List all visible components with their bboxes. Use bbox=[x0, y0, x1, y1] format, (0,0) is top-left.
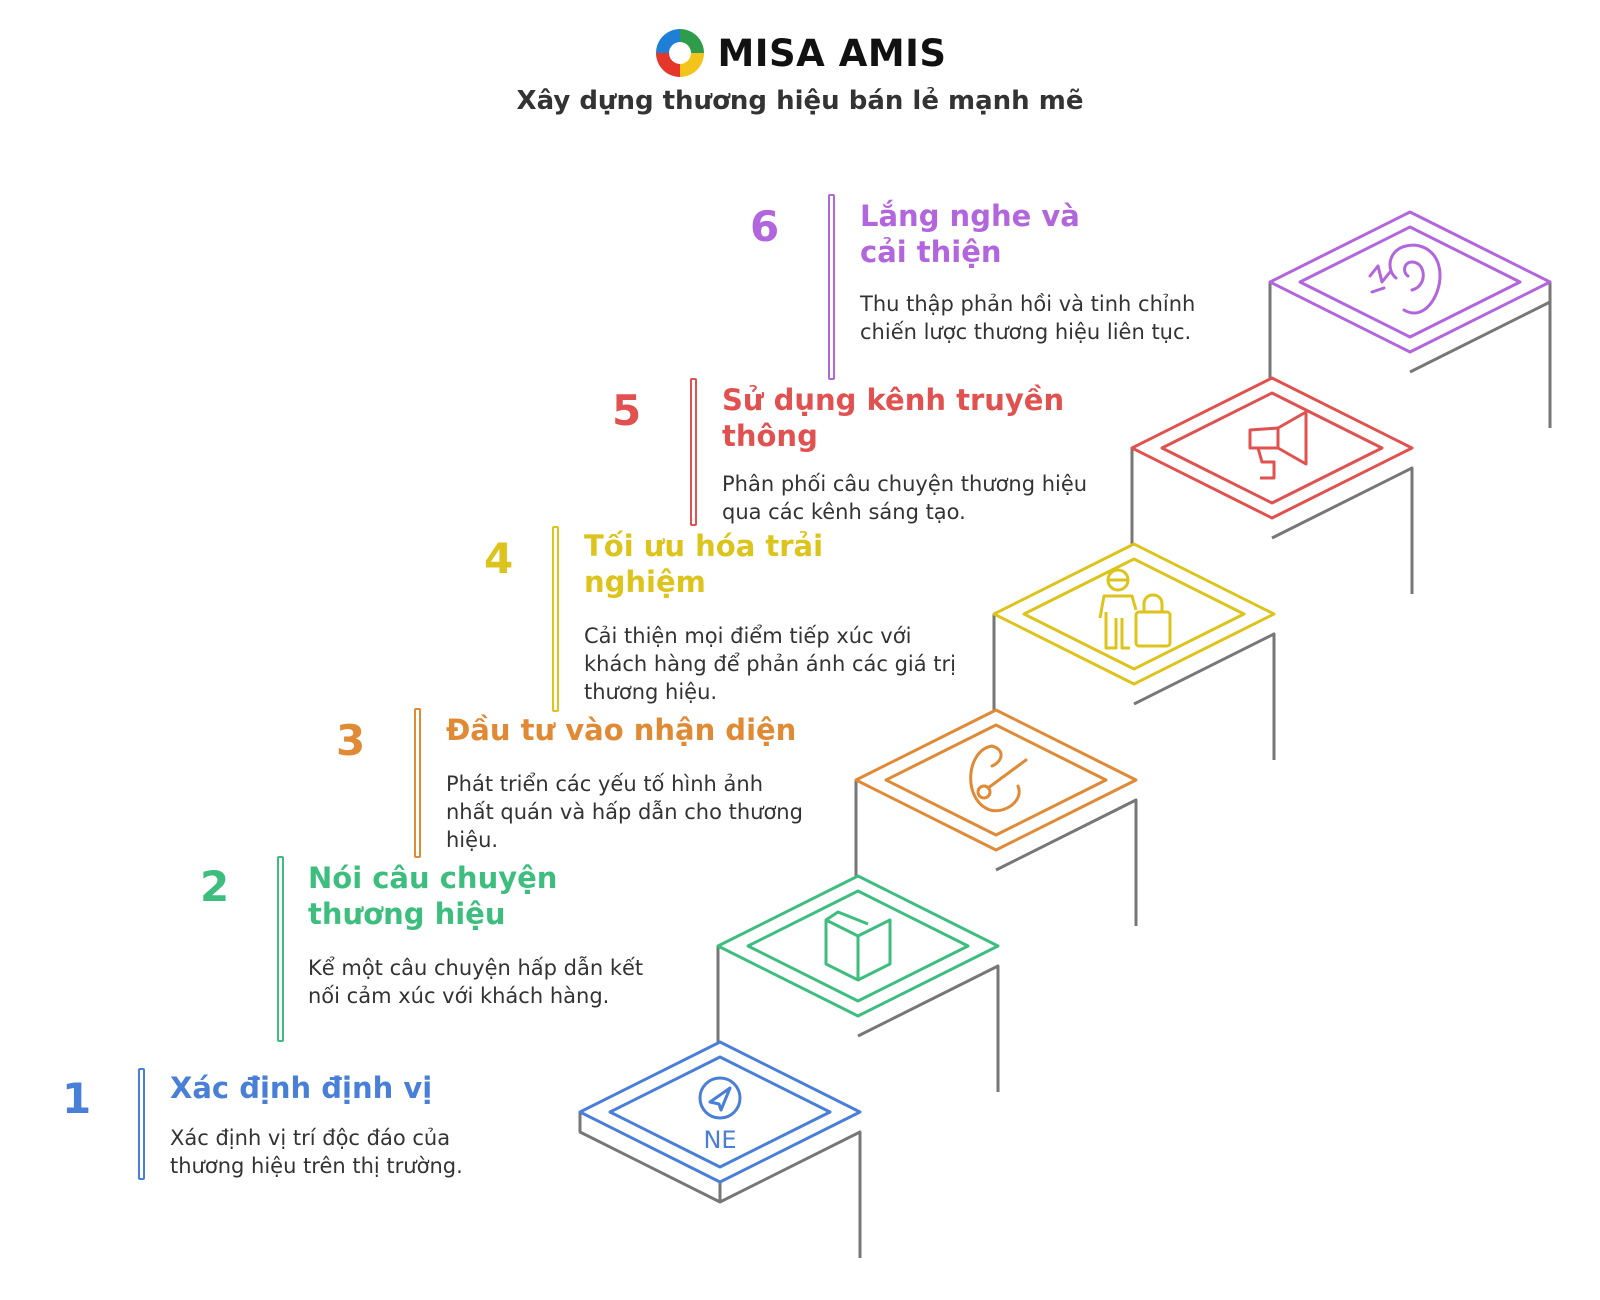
logo-text: MISA AMIS bbox=[717, 31, 947, 75]
step-title: Đầu tư vào nhận diện bbox=[446, 713, 797, 747]
tile-outer bbox=[992, 542, 1276, 686]
step-title: Sử dụng kênh truyền thông bbox=[722, 383, 1065, 453]
stair-tile-2 bbox=[716, 874, 1000, 1018]
header: MISA AMIS Xây dựng thương hiệu bán lẻ mạ… bbox=[0, 0, 1600, 140]
step-description: Thu thập phản hồi và tinh chỉnh chiến lư… bbox=[860, 292, 1196, 344]
stair-tile-3 bbox=[854, 708, 1138, 852]
step-title: Xác định định vị bbox=[170, 1071, 433, 1105]
stair-riser bbox=[857, 964, 1000, 1092]
step-accent-bar bbox=[138, 1068, 145, 1180]
stair-base bbox=[578, 1112, 722, 1204]
step-title: Tối ưu hóa trải nghiệm bbox=[584, 529, 824, 599]
compass-label: NE bbox=[703, 1126, 736, 1154]
step-number: 2 bbox=[200, 862, 230, 911]
step-description: Xác định vị trí độc đáo của thương hiệu … bbox=[170, 1126, 463, 1178]
step-description: Cải thiện mọi điểm tiếp xúc với khách hà… bbox=[584, 624, 956, 704]
step-number: 1 bbox=[62, 1074, 92, 1123]
step-accent-bar bbox=[414, 708, 421, 858]
step-accent-bar bbox=[828, 194, 835, 380]
tile-outer bbox=[578, 1040, 862, 1184]
misa-logo-icon bbox=[656, 29, 705, 77]
stair-tile-5 bbox=[1130, 376, 1414, 520]
tile-inner bbox=[1160, 391, 1384, 505]
step-description: Phát triển các yếu tố hình ảnh nhất quán… bbox=[446, 772, 803, 852]
ear-icon bbox=[1368, 243, 1442, 315]
step-description: Phân phối câu chuyện thương hiệu qua các… bbox=[722, 472, 1088, 524]
step-accent-bar bbox=[690, 378, 697, 526]
brand-logo: MISA AMIS bbox=[0, 26, 1600, 80]
stair-riser bbox=[1133, 632, 1276, 760]
tile-inner bbox=[884, 723, 1108, 837]
palette-icon bbox=[969, 744, 1028, 813]
stair-riser bbox=[995, 798, 1138, 926]
tile-outer bbox=[854, 708, 1138, 852]
stair-frame bbox=[578, 282, 1552, 1258]
step-number: 5 bbox=[612, 386, 642, 435]
shopper-icon bbox=[1098, 568, 1172, 650]
stair-riser bbox=[719, 1130, 862, 1258]
stair-tile-6 bbox=[1268, 210, 1552, 354]
megaphone-icon bbox=[1248, 410, 1308, 480]
tile-inner bbox=[608, 1055, 832, 1169]
stair-tile-4 bbox=[992, 542, 1276, 686]
stair-tile-1: NE bbox=[578, 1040, 862, 1184]
step-title: Lắng nghe và cải thiện bbox=[860, 199, 1080, 269]
book-icon bbox=[824, 910, 892, 982]
step-number: 6 bbox=[750, 202, 780, 251]
step-title: Nói câu chuyện thương hiệu bbox=[308, 861, 558, 931]
step-number: 4 bbox=[484, 534, 514, 583]
tile-inner bbox=[746, 889, 970, 1003]
tile-inner bbox=[1022, 557, 1246, 671]
step-number: 3 bbox=[336, 716, 366, 765]
page-title: Xây dựng thương hiệu bán lẻ mạnh mẽ bbox=[516, 86, 1084, 116]
stair-riser bbox=[1271, 466, 1414, 594]
step-accent-bar bbox=[277, 856, 284, 1042]
compass-icon: NE bbox=[698, 1076, 742, 1154]
tile-inner bbox=[1298, 225, 1522, 339]
step-accent-bar bbox=[552, 526, 559, 712]
tile-outer bbox=[1268, 210, 1552, 354]
step-description: Kể một câu chuyện hấp dẫn kết nối cảm xú… bbox=[308, 956, 644, 1008]
